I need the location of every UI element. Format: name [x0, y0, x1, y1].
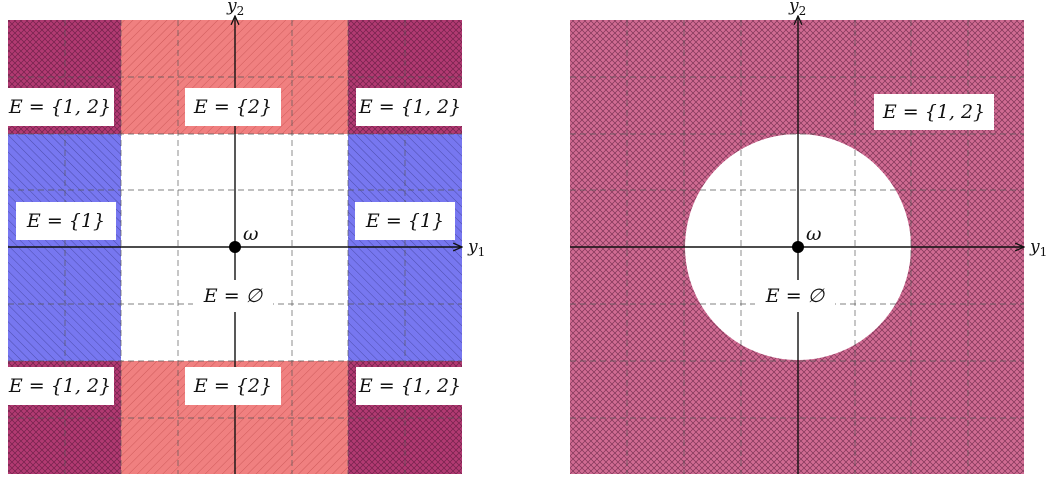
left-label-middle-right: E = {1} [355, 202, 455, 240]
left-label-center: E = ∅ [193, 280, 273, 312]
svg-text:E = ∅: E = ∅ [203, 285, 264, 307]
left-label-top-left: E = {1, 2} [6, 88, 114, 126]
svg-text:E = {1}: E = {1} [26, 210, 105, 232]
right-y2-axis-label: y2 [788, 0, 806, 18]
svg-text:E = {2}: E = {2} [193, 96, 272, 118]
right-y1-axis-label: y1 [1029, 237, 1047, 259]
left-label-top-center: E = {2} [185, 88, 281, 126]
left-label-middle-left: E = {1} [16, 202, 116, 240]
left-omega-label: ω [243, 223, 259, 245]
svg-text:E = {1, 2}: E = {1, 2} [358, 96, 461, 118]
left-panel: y1 y2 ω E = {1, 2} E = {2} E = {1, 2} E … [6, 0, 485, 474]
svg-text:E = {1, 2}: E = {1, 2} [8, 96, 111, 118]
right-panel: y1 y2 ω E = {1, 2} E = ∅ [570, 0, 1047, 474]
svg-text:E = {2}: E = {2} [193, 375, 272, 397]
left-omega-point [229, 241, 241, 253]
left-label-bottom-right: E = {1, 2} [356, 367, 464, 405]
right-label-center: E = ∅ [755, 280, 835, 312]
svg-text:E = {1, 2}: E = {1, 2} [8, 375, 111, 397]
left-y1-axis-label: y1 [467, 237, 485, 259]
right-label-outside: E = {1, 2} [874, 94, 994, 130]
left-label-bottom-center: E = {2} [185, 367, 281, 405]
right-omega-point [792, 241, 804, 253]
svg-text:E = {1}: E = {1} [365, 210, 444, 232]
left-y2-axis-label: y2 [226, 0, 244, 18]
svg-text:E = {1, 2}: E = {1, 2} [358, 375, 461, 397]
left-label-bottom-left: E = {1, 2} [6, 367, 114, 405]
left-label-top-right: E = {1, 2} [356, 88, 464, 126]
svg-text:E = ∅: E = ∅ [765, 285, 826, 307]
svg-text:E = {1, 2}: E = {1, 2} [882, 101, 985, 123]
right-omega-label: ω [806, 223, 822, 245]
